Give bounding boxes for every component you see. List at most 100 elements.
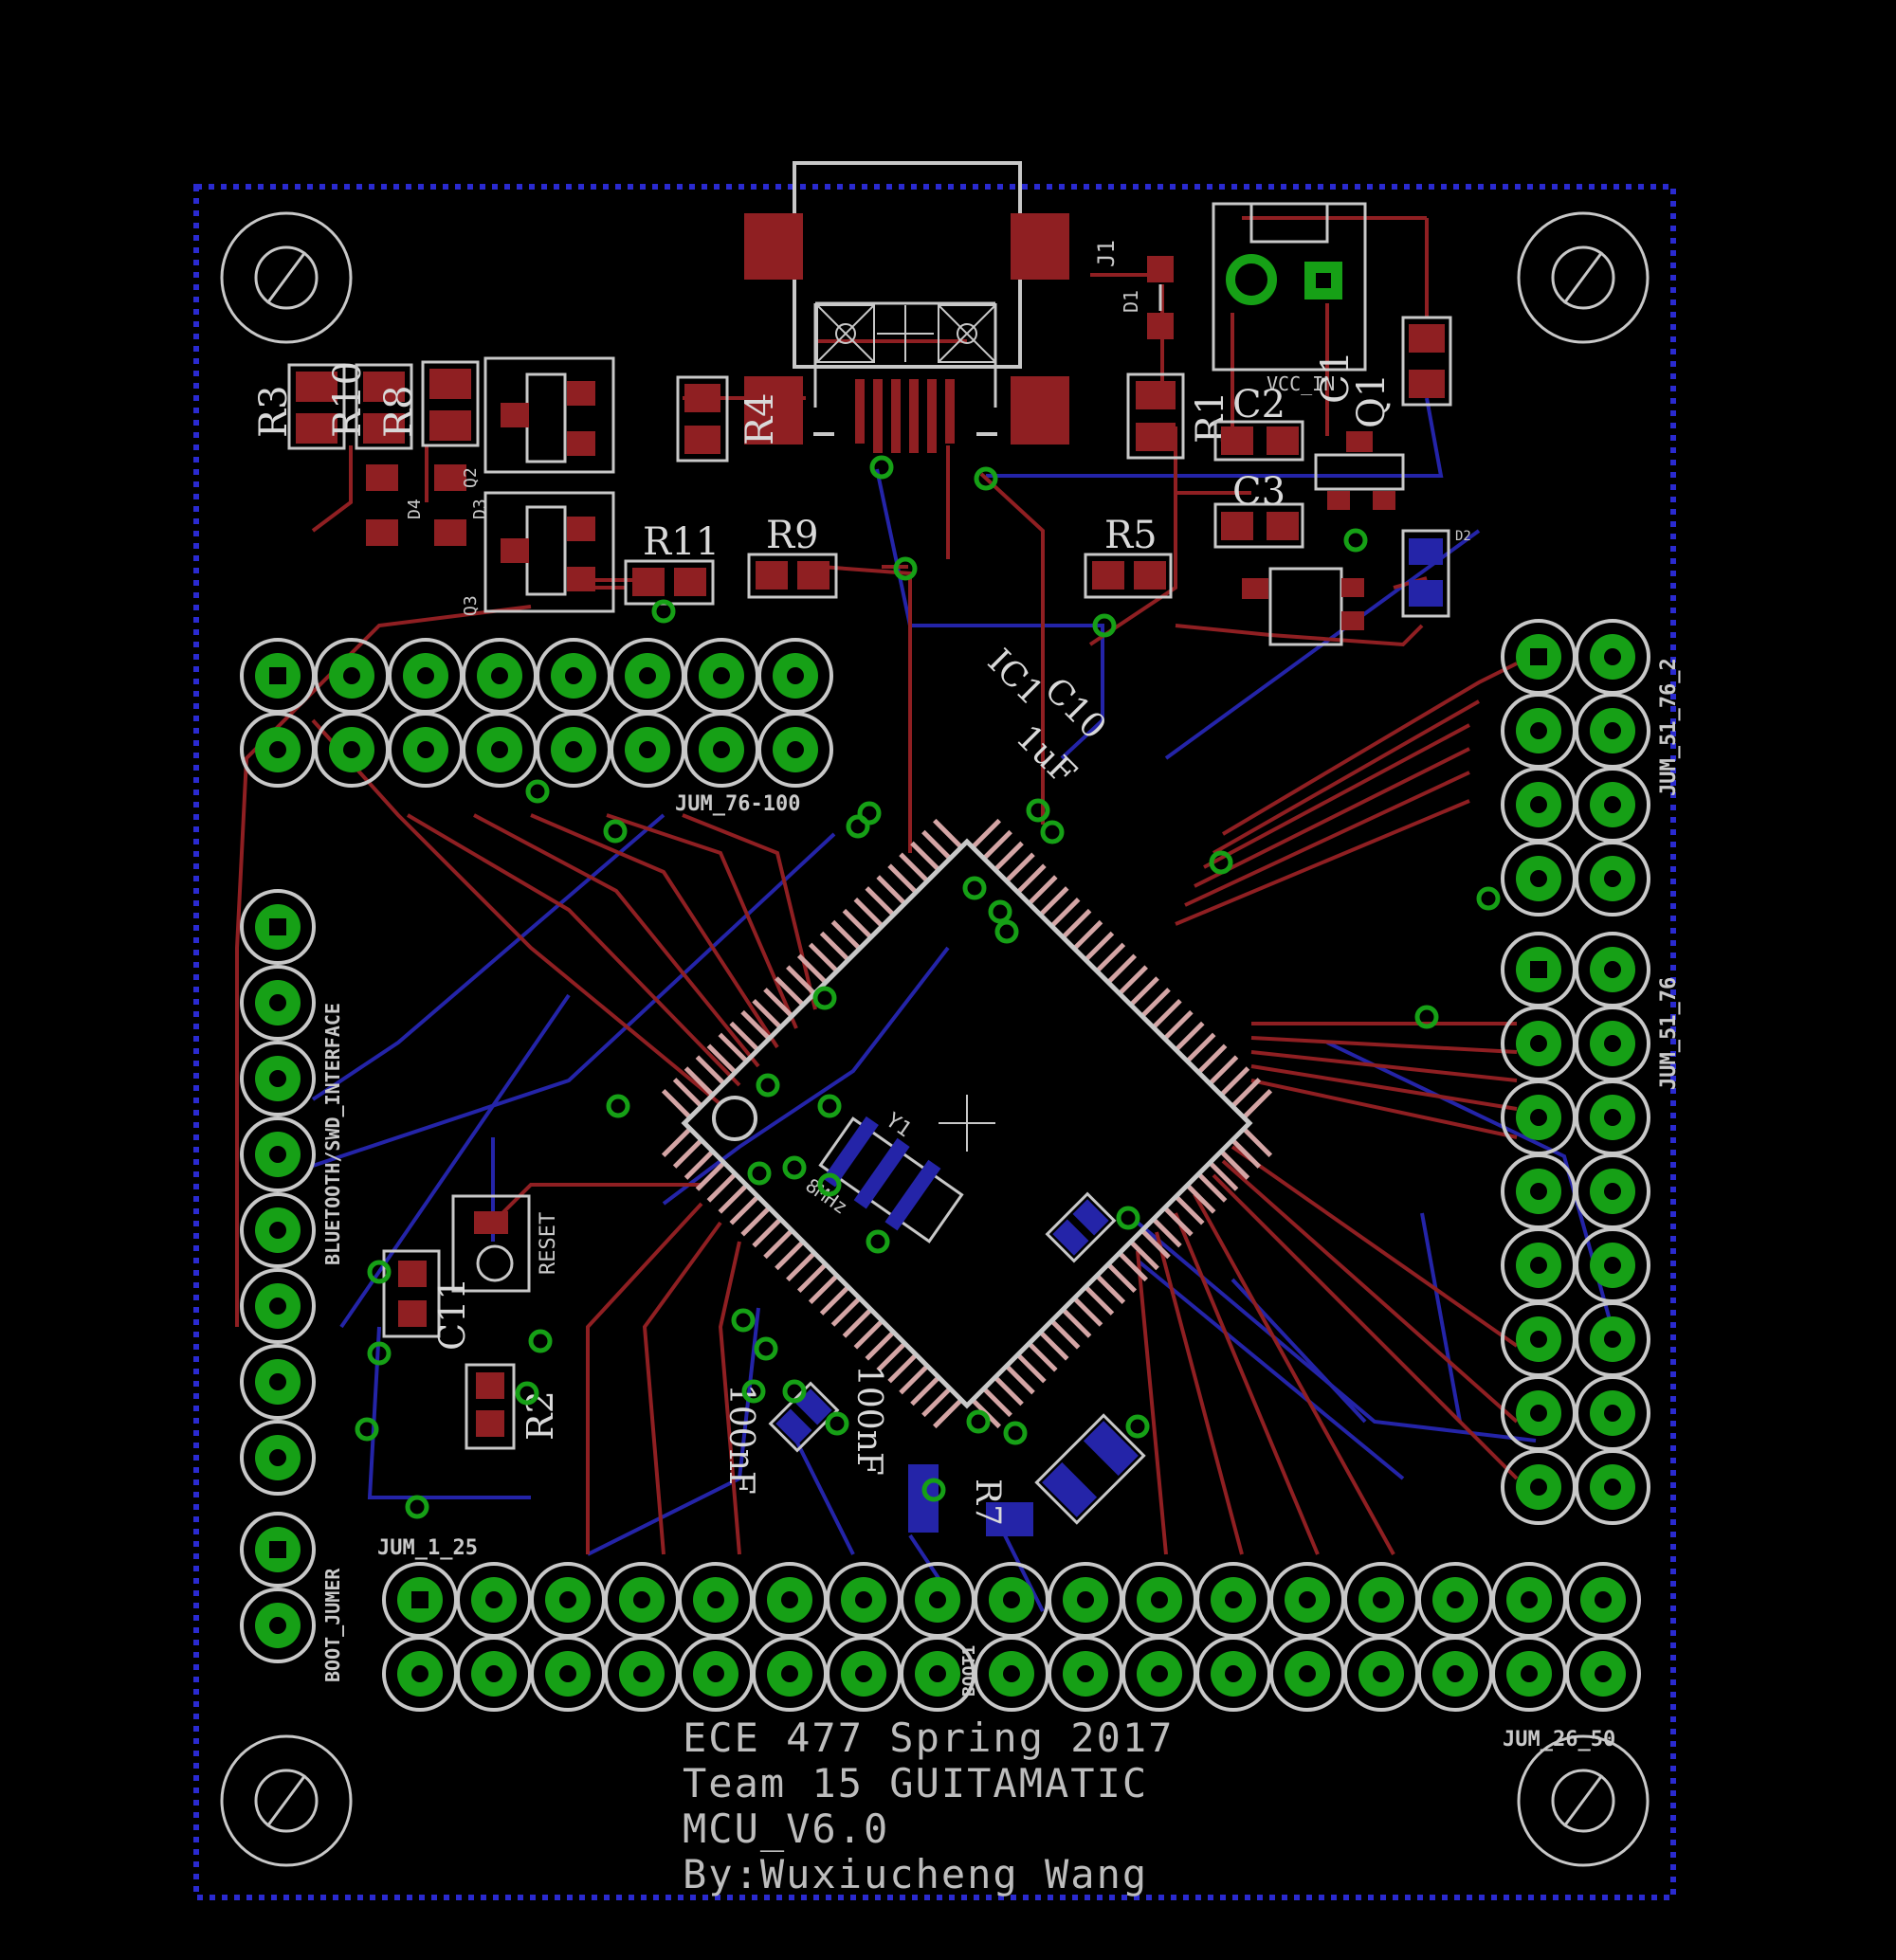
header-pad: [382, 1636, 458, 1712]
header-label-jum-26-50: JUM_26_50: [1503, 1728, 1615, 1751]
header-pad: [240, 1268, 316, 1344]
via: [782, 1155, 807, 1180]
board-outline: [193, 184, 1676, 1900]
via: [756, 1073, 780, 1098]
mounting-hole-icon: [220, 1734, 353, 1867]
header-pad: [1575, 1080, 1650, 1155]
d1-label: D1: [1120, 290, 1142, 313]
via: [1003, 1421, 1028, 1445]
top-layer-traces: [235, 216, 1519, 1555]
header-pad: [240, 1344, 316, 1420]
q2-label: Q2: [461, 467, 481, 488]
via: [866, 1229, 890, 1254]
via: [825, 1411, 849, 1436]
q3-label: Q3: [461, 595, 481, 616]
q1-label: Q1: [1350, 373, 1394, 428]
via: [962, 876, 987, 900]
header-pad: [240, 1512, 316, 1588]
header-pad: [1343, 1636, 1419, 1712]
header-pad: [1575, 1449, 1650, 1525]
c2-label: C2: [1232, 383, 1285, 426]
via: [857, 801, 882, 826]
header-pad: [1491, 1562, 1567, 1638]
via: [817, 1094, 842, 1118]
via: [603, 819, 628, 844]
via: [921, 1478, 946, 1502]
via: [367, 1341, 392, 1366]
header-pad: [1269, 1636, 1345, 1712]
via: [782, 1379, 807, 1404]
header-pad: [1575, 841, 1650, 916]
via: [974, 466, 998, 491]
power-jack-vcc-in: VCC_IN: [1212, 202, 1367, 395]
via: [988, 899, 1012, 924]
bottom-capacitors: 100nF R7 100nF: [721, 1191, 1146, 1536]
header-pad: [240, 1420, 316, 1496]
r3-label: R3: [252, 385, 296, 438]
via: [367, 1260, 392, 1284]
header-pad: [757, 638, 833, 714]
usb-connector-j1: J1: [744, 161, 1120, 453]
j1-label: J1: [1093, 240, 1120, 267]
mcu-ic1: IC1 C10 1uF: [661, 642, 1273, 1429]
via: [1476, 886, 1501, 911]
cap-100nf-label-2: 100nF: [849, 1365, 888, 1476]
header-pad: [240, 1192, 316, 1268]
via: [966, 1409, 991, 1434]
mounting-hole-icon: [1517, 1734, 1650, 1867]
header-pad: [1417, 1636, 1493, 1712]
header-pad: [1501, 1449, 1577, 1525]
header-pad: [826, 1636, 902, 1712]
d3-label: D3: [470, 499, 490, 519]
r10-label: R10: [326, 361, 370, 438]
reset-label: RESET: [537, 1212, 560, 1275]
header-pad: [240, 1116, 316, 1192]
via: [1414, 1005, 1439, 1029]
header-label-jum-76-100: JUM_76-100: [675, 792, 800, 816]
credit-line-2: Team 15 GUITAMATIC: [683, 1760, 1148, 1806]
header-label-jum-51-76-2: JUM_51_76_2: [1657, 658, 1681, 796]
header-pad: [1575, 932, 1650, 1007]
header-label-bluetooth-swd: BLUETOOTH/SWD_INTERFACE: [321, 1003, 344, 1265]
via: [606, 1094, 630, 1118]
via: [1343, 528, 1368, 553]
via: [747, 1161, 772, 1186]
vcc-in-label: VCC_IN: [1267, 372, 1335, 395]
r5-label: R5: [1104, 514, 1158, 557]
mounting-hole-icon: [1517, 211, 1650, 344]
via: [731, 1308, 756, 1333]
c1-label: C1: [1314, 351, 1358, 404]
via: [651, 599, 676, 624]
via: [355, 1417, 379, 1442]
via: [1209, 850, 1233, 875]
via: [1125, 1414, 1150, 1439]
credit-line-1: ECE 477 Spring 2017: [683, 1715, 1174, 1761]
credit-line-4: By:Wuxiucheng Wang: [683, 1851, 1148, 1897]
via: [528, 1329, 553, 1353]
r8-label: R8: [377, 385, 421, 438]
mounting-hole-icon: [220, 211, 353, 344]
smd-components: D1 R1 C2 C3 C1 Q1 D2 R5: [252, 256, 1471, 646]
via: [741, 1379, 766, 1404]
r4-label: R4: [738, 392, 782, 445]
via: [893, 556, 918, 581]
via: [1116, 1206, 1140, 1230]
mounting-holes: [220, 211, 1650, 1867]
header-pad: [240, 1588, 316, 1663]
via: [812, 986, 837, 1010]
via: [846, 814, 870, 839]
header-pad: [757, 712, 833, 788]
header-pad: [1343, 1562, 1419, 1638]
r9-label: R9: [766, 514, 819, 557]
via: [869, 455, 894, 480]
header-pad: [1565, 1636, 1641, 1712]
header-pad: [1501, 932, 1577, 1007]
r7-label: R7: [968, 1479, 1007, 1526]
via: [1092, 613, 1117, 638]
r11-label: R11: [643, 520, 720, 564]
header-label-jum-51-76: JUM_51_76: [1657, 977, 1681, 1090]
header-pad: [1575, 767, 1650, 843]
d2-label: D2: [1455, 529, 1471, 544]
boot1-label: BOOT1: [959, 1645, 979, 1697]
